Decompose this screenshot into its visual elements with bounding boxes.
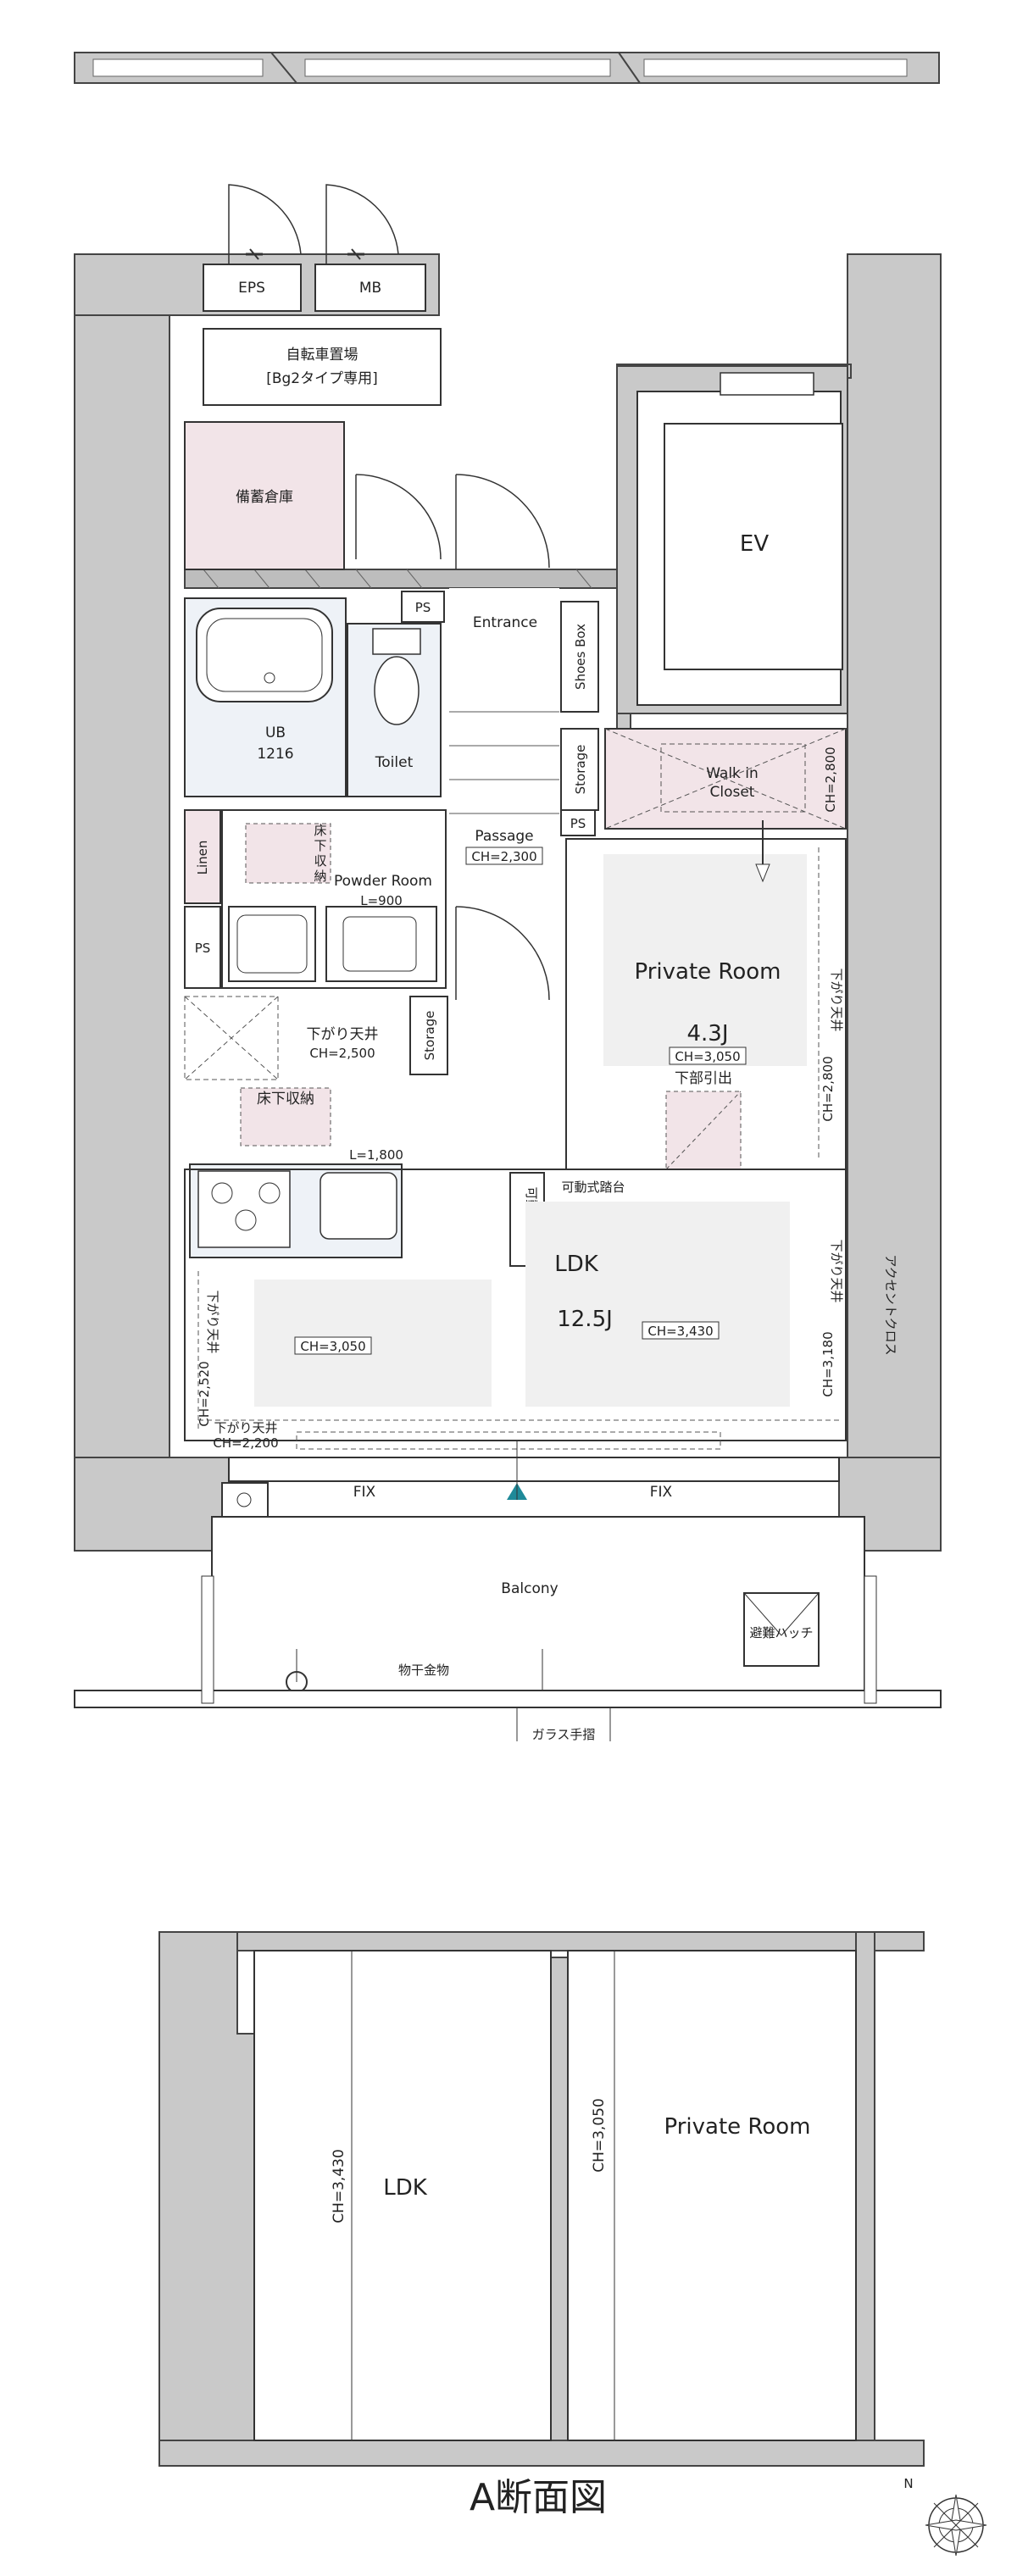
fix-left-label: FIX — [353, 1484, 376, 1501]
unit-bath: UB 1216 — [184, 597, 347, 797]
top-building-strip — [74, 52, 940, 84]
linen-label: Linen — [195, 841, 210, 875]
ldk: LDK 12.5J CH=3,430 CH=3,050 下がり天井 CH=2,5… — [184, 1169, 898, 1451]
ldk-ch-label: CH=3,430 — [647, 1324, 713, 1339]
ldk-bottom-lowered-label: 下がり天井 — [214, 1420, 277, 1435]
ldk-bottom-ch-label: CH=2,200 — [213, 1435, 278, 1451]
section-a: LDK CH=3,430 Private Room CH=3,050 — [158, 1931, 925, 2467]
fix-right-label: FIX — [650, 1484, 673, 1501]
toilet-label: Toilet — [375, 754, 414, 771]
ps-top: PS — [401, 591, 445, 623]
storage-right-label: Storage — [573, 745, 588, 795]
reserve-storage-label: 備蓄倉庫 — [236, 489, 293, 506]
bike-parking: 自転車置場 [Bg2タイプ専用] — [203, 328, 442, 406]
entrance: Entrance — [449, 474, 559, 885]
walk-in-label: Walk in — [706, 765, 759, 782]
private-lowered-ceiling-label: 下がり天井 — [829, 968, 844, 1031]
storage-upper-right: Storage PS — [560, 728, 599, 836]
compass-icon: N — [903, 2476, 987, 2557]
kitchen: 下がり天井 CH=2,500 床下収納 L=1,800 — [184, 996, 403, 1258]
shoes-box-label: Shoes Box — [573, 624, 588, 690]
lower-drawer: 下部引出 — [665, 1070, 742, 1170]
lower-drawer-label: 下部引出 — [675, 1070, 732, 1087]
kitchen-lowered-ceiling-label: 下がり天井 — [307, 1026, 379, 1043]
ldk-left-lowered-label: 下がり天井 — [205, 1290, 220, 1353]
eps-mb-boxes: EPS MB — [203, 184, 426, 312]
passage-label: Passage — [475, 828, 533, 845]
private-room-label: Private Room — [635, 959, 781, 985]
kitchen-ch-label: CH=2,500 — [309, 1046, 375, 1061]
underfloor-1: 床 — [314, 823, 326, 838]
entrance-label: Entrance — [473, 614, 537, 631]
elevator: EV — [616, 365, 848, 714]
ps-mid-label: PS — [570, 816, 586, 831]
eps-label: EPS — [238, 280, 265, 297]
ldk-right-ch-label: CH=3,180 — [820, 1331, 836, 1396]
walk-in-closet: Walk in Closet CH=2,800 — [604, 728, 847, 830]
mb-label: MB — [359, 280, 381, 297]
ps-left: PS — [184, 906, 221, 989]
ldk-label: LDK — [554, 1252, 599, 1277]
reserve-storage: 備蓄倉庫 — [184, 421, 442, 570]
section-private-room-label: Private Room — [664, 2114, 811, 2140]
powder-l-label: L=900 — [360, 893, 403, 908]
ldk-dining-ch-label: CH=3,050 — [300, 1339, 365, 1354]
storage-mid-label: Storage — [422, 1011, 437, 1061]
section-ldk-label: LDK — [383, 2175, 428, 2201]
closet-label: Closet — [710, 784, 755, 801]
underfloor-4: 納 — [314, 869, 326, 884]
passage-ch-label: CH=2,300 — [471, 849, 536, 864]
ldk-right-lowered-label: 下がり天井 — [829, 1239, 844, 1302]
balcony: SK Balcony 避難ハッチ 物干金物 ガラス手摺 — [74, 1482, 942, 1742]
balcony-label: Balcony — [501, 1580, 558, 1597]
ps-left-label: PS — [195, 941, 211, 956]
ps-top-label: PS — [415, 600, 431, 615]
ub-size-label: 1216 — [257, 746, 293, 763]
compass-n-label: N — [903, 2476, 913, 2491]
walk-in-ch-label: CH=2,800 — [823, 747, 838, 812]
storage-mid: Storage — [409, 996, 448, 1075]
private-lowered-ch-label: CH=2,800 — [820, 1056, 836, 1121]
ev-label: EV — [740, 531, 769, 557]
bike-parking-label: 自転車置場 — [286, 347, 358, 364]
passage: Passage CH=2,300 — [455, 828, 550, 1001]
section-private-ch-label: CH=3,050 — [591, 2098, 608, 2173]
sash-window: FIX FIX — [228, 1441, 840, 1501]
glass-rail-label: ガラス手摺 — [532, 1727, 596, 1742]
kitchen-l-label: L=1,800 — [349, 1147, 403, 1163]
ldk-size-label: 12.5J — [557, 1307, 613, 1332]
ub-label: UB — [265, 724, 286, 741]
underfloor-3: 収 — [314, 853, 326, 869]
accent-cloth-label: アクセントクロス — [883, 1254, 898, 1355]
toilet: Toilet — [347, 623, 442, 797]
section-ldk-ch-label: CH=3,430 — [331, 2149, 347, 2223]
powder-room-label: Powder Room — [334, 873, 432, 890]
section-title: A断面図 — [470, 2476, 607, 2519]
underfloor-2: 下 — [314, 838, 326, 853]
escape-hatch-label: 避難ハッチ — [749, 1625, 813, 1641]
kitchen-underfloor-label: 床下収納 — [257, 1091, 314, 1108]
private-room-ch-label: CH=3,050 — [675, 1049, 740, 1064]
laundry-pole-label: 物干金物 — [398, 1663, 449, 1678]
bike-parking-type-label: [Bg2タイプ専用] — [266, 370, 378, 387]
movable-step-label: 可動式踏台 — [561, 1180, 625, 1195]
powder-room: Linen 床 下 収 納 Powder Room L=900 — [184, 809, 447, 989]
ldk-left-ch-label: CH=2,520 — [197, 1361, 212, 1426]
shoes-box: Shoes Box — [560, 601, 599, 713]
private-room-size-label: 4.3J — [686, 1021, 728, 1046]
